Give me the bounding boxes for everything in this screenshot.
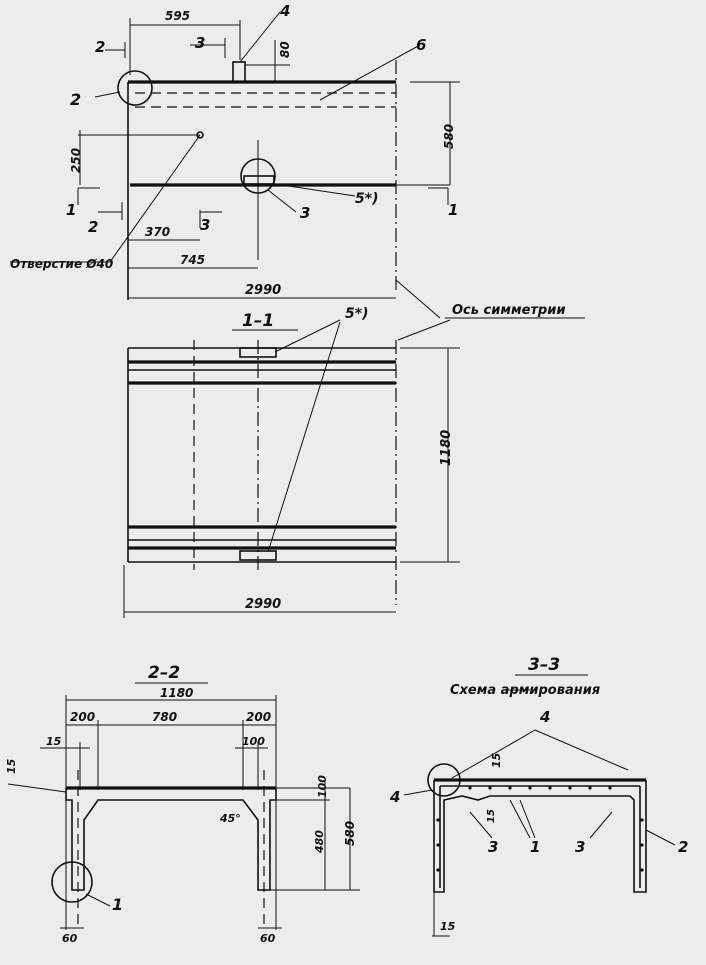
- callout-1: 1: [112, 895, 123, 914]
- section-2-top: 2: [95, 38, 105, 56]
- callout-2-33: 2: [678, 838, 688, 856]
- section-2-bottom: 2: [88, 218, 98, 236]
- plan-view: 595 4 80 3 2 6 2 580: [10, 2, 585, 341]
- section-3-bottom: 3: [200, 216, 210, 234]
- section-3-3-title: 3–3: [528, 655, 560, 675]
- dim-595: 595: [165, 9, 190, 23]
- dim-480: 480: [313, 830, 326, 854]
- callout-1-33: 1: [530, 838, 540, 856]
- dim-15-top: 15: [46, 735, 62, 748]
- dim-745: 745: [180, 253, 205, 267]
- dim-60-left: 60: [62, 932, 78, 945]
- rebar-dots: [436, 786, 644, 872]
- section-3-3: 3–3 Схема армирования 4 4 15 15 15: [389, 655, 688, 937]
- section-1-right: 1: [448, 201, 458, 219]
- section-1-1-dim-1180: 1180: [439, 430, 454, 466]
- callout-3-right: 3: [575, 838, 585, 856]
- section-1-1-dim-2990: 2990: [245, 597, 281, 612]
- dim-200-left: 200: [70, 710, 95, 724]
- dim-45deg: 45°: [219, 812, 241, 825]
- section-2-2: 2–2 1180 200 780 200 15 100 15 100 480: [5, 663, 360, 945]
- hole-label: Отверстие Ø40: [10, 257, 113, 271]
- dim-100-side: 100: [316, 775, 329, 798]
- section-2-2-title: 2–2: [148, 663, 180, 683]
- dim-80: 80: [278, 41, 292, 58]
- dim-15-mid-33: 15: [486, 809, 497, 823]
- callout-5: 5*): [355, 191, 378, 207]
- dim-2990-plan: 2990: [245, 283, 281, 298]
- section-3-top: 3: [195, 34, 205, 52]
- dim-200-right: 200: [246, 710, 271, 724]
- dim-370: 370: [145, 225, 170, 239]
- dim-580: 580: [442, 124, 456, 149]
- dim-15-top-33: 15: [490, 752, 503, 768]
- dim-100-top: 100: [242, 735, 265, 748]
- callout-3: 3: [300, 204, 310, 222]
- dim-15-side: 15: [5, 758, 18, 774]
- dim-780: 780: [152, 710, 177, 724]
- section-1-1: 1–1 5*) 1180 2990: [123, 306, 460, 618]
- callout-3-left: 3: [488, 838, 498, 856]
- dim-580: 580: [343, 821, 357, 846]
- callout-4: 4: [279, 2, 290, 20]
- section-1-1-callout-5: 5*): [345, 306, 368, 322]
- callout-4-top: 4: [539, 708, 550, 726]
- dim-250: 250: [69, 148, 83, 173]
- callout-4-left: 4: [389, 788, 400, 806]
- section-1-1-title: 1–1: [242, 311, 274, 331]
- dim-15-bottom-33: 15: [440, 920, 456, 933]
- symmetry-axis-label: Ось симметрии: [452, 303, 565, 318]
- section-2-2-dim-1180: 1180: [160, 686, 193, 700]
- dim-60-right: 60: [260, 932, 276, 945]
- callout-2: 2: [70, 90, 81, 109]
- callout-6: 6: [416, 36, 426, 54]
- section-1-left: 1: [66, 201, 76, 219]
